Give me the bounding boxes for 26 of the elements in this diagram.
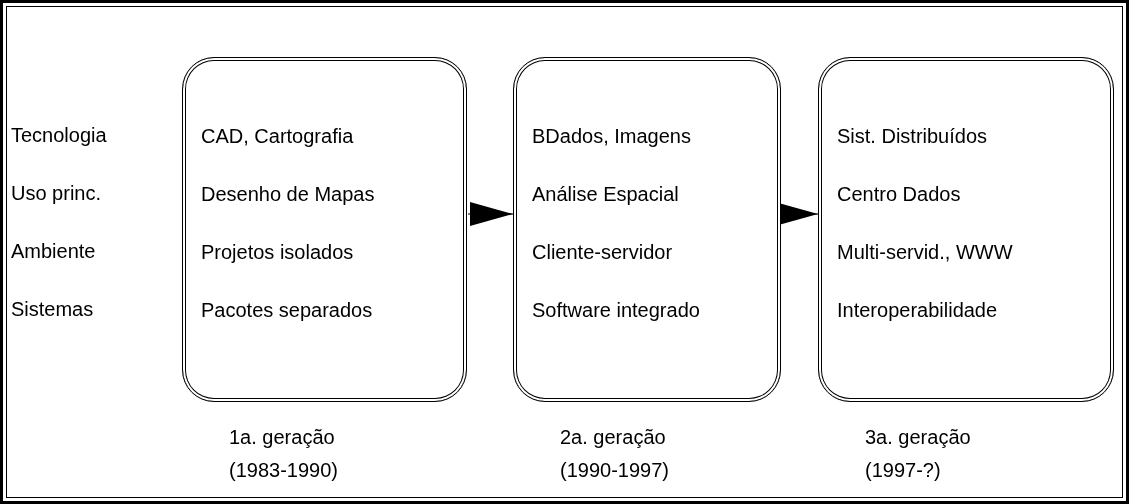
box-text: Pacotes separados <box>201 298 373 323</box>
box-text: Análise Espacial <box>532 182 679 207</box>
generation-label: 1a. geração <box>229 425 335 450</box>
generation-label: (1990-1997) <box>560 458 669 483</box>
box-text: Projetos isolados <box>201 240 354 265</box>
box-text: Cliente-servidor <box>532 240 673 265</box>
box-text: Desenho de Mapas <box>201 182 375 207</box>
generation-box <box>513 57 781 402</box>
generation-label: (1997-?) <box>865 458 941 483</box>
box-text: Interoperabilidade <box>837 298 998 323</box>
generation-label: 2a. geração <box>560 425 666 450</box>
row-label: Sistemas <box>11 297 94 322</box>
box-text: CAD, Cartografia <box>201 124 354 149</box>
box-text: Software integrado <box>532 298 700 323</box>
arrow <box>467 202 514 226</box>
box-text: Sist. Distribuídos <box>837 124 988 149</box>
generation-box <box>818 57 1114 402</box>
generation-label: (1983-1990) <box>229 458 338 483</box>
row-label: Tecnologia <box>11 123 107 148</box>
row-label: Uso princ. <box>11 181 102 206</box>
generation-box <box>182 57 467 402</box>
box-text: Centro Dados <box>837 182 961 207</box>
generation-label: 3a. geração <box>865 425 971 450</box>
box-text: BDados, Imagens <box>532 124 691 149</box>
row-label: Ambiente <box>11 239 96 264</box>
box-text: Multi-servid., WWW <box>837 240 1013 265</box>
